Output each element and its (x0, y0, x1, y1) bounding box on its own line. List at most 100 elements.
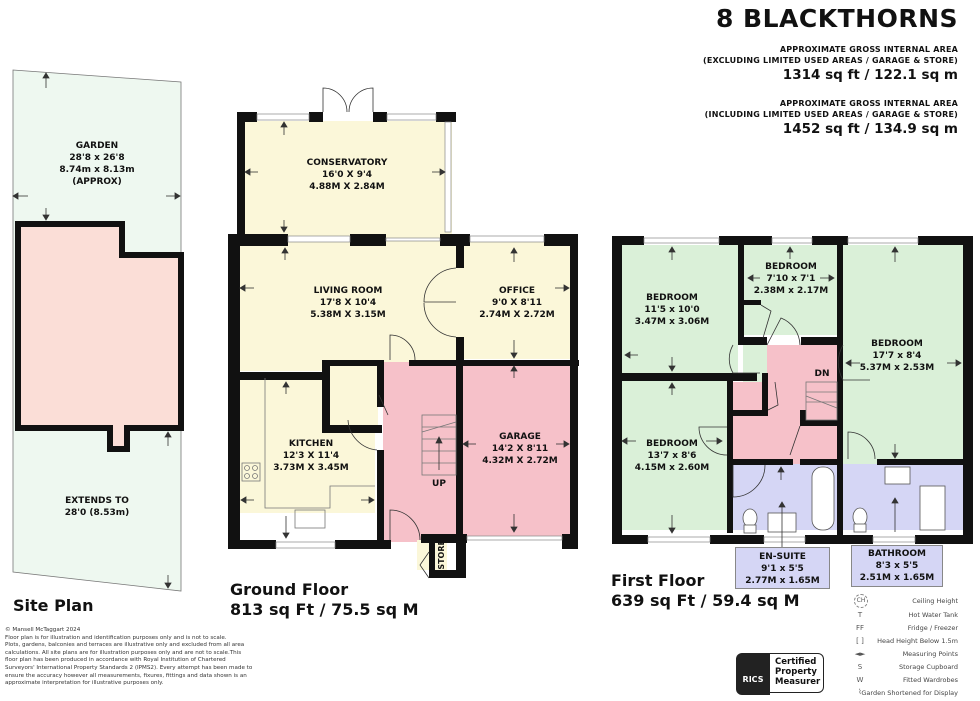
room-office: OFFICE 9'0 X 8'11 2.74M X 2.72M (479, 285, 555, 321)
head-height-icon: [ ] (856, 637, 864, 645)
legend-fitted-wardrobes: Fitted Wardrobes (902, 676, 958, 684)
ground-floor-area: 813 sq Ft / 75.5 sq M (230, 600, 419, 619)
rics-text: Certified Property Measurer (770, 653, 824, 693)
room-metric: 5.37M x 2.53M (859, 363, 935, 373)
room-kitchen: KITCHEN 12'3 X 11'4 3.73M X 3.45M (273, 438, 349, 474)
garden-label: GARDEN 28'8 x 26'8 8.74m x 8.13m (APPROX… (59, 140, 134, 188)
room-name: BEDROOM (646, 293, 698, 303)
garden-note: (APPROX) (72, 177, 122, 187)
first-floor-area: 639 sq Ft / 59.4 sq M (611, 591, 800, 610)
garden-imperial: 28'8 x 26'8 (69, 153, 125, 163)
ground-floor-drawing (228, 87, 579, 579)
room-bedroom-4: BEDROOM 13'7 x 8'6 4.15M x 2.60M (635, 438, 709, 474)
store-label: STORE (437, 540, 446, 570)
room-bedroom-2: BEDROOM 7'10 x 7'1 2.38M x 2.17M (754, 261, 828, 297)
disclaimer-paragraph: Plots, gardens, balconies and terraces a… (5, 642, 253, 687)
fitted-wardrobes-icon: W (856, 676, 864, 684)
area-excluding-line1: APPROXIMATE GROSS INTERNAL AREA (779, 45, 958, 54)
fridge-freezer-icon: FF (855, 624, 865, 632)
extends-line1: EXTENDS TO (65, 496, 129, 506)
room-metric: 2.74M X 2.72M (479, 310, 555, 320)
rics-line3: Measurer (775, 677, 821, 687)
first-floor-title: First Floor (611, 571, 705, 590)
property-title: 8 BLACKTHORNS (715, 4, 958, 33)
room-metric: 4.32M X 2.72M (482, 456, 558, 466)
room-living-room: LIVING ROOM 17'8 X 10'4 5.38M X 3.15M (310, 285, 386, 321)
first-floor-heading: First Floor 639 sq Ft / 59.4 sq M (611, 571, 800, 611)
room-imperial: 12'3 X 11'4 (282, 451, 340, 461)
copyright-line: © Mansell McTaggart 2024 (5, 627, 81, 633)
room-imperial: 14'2 X 8'11 (491, 444, 549, 454)
legend-fridge-freezer: Fridge / Freezer (907, 624, 958, 632)
legend-head-height: Head Height Below 1.5m (877, 637, 958, 645)
area-including-line2: (INCLUDING LIMITED USED AREAS / GARAGE &… (704, 110, 958, 119)
storage-cupboard-icon: S (857, 663, 863, 671)
rics-brand: RICS (742, 675, 764, 684)
hot-water-tank-icon: T (857, 611, 863, 619)
room-name: CONSERVATORY (306, 158, 388, 168)
room-imperial: 11'5 x 10'0 (644, 305, 700, 315)
garden-name: GARDEN (75, 141, 119, 151)
room-name: GARAGE (499, 432, 541, 442)
garden-shortened-icon: ⌇ (858, 688, 862, 696)
room-bedroom-3: BEDROOM 17'7 x 8'4 5.37M x 2.53M (860, 338, 934, 374)
legend-storage-cupboard: Storage Cupboard (898, 663, 958, 671)
room-metric: 2.38M x 2.17M (753, 286, 829, 296)
legend-hot-water-tank: Hot Water Tank (908, 611, 958, 619)
room-imperial: 17'8 X 10'4 (319, 298, 377, 308)
disclaimer: © Mansell McTaggart 2024 Floor plan is f… (5, 627, 255, 688)
room-metric: 2.51M x 1.65M (859, 573, 935, 583)
ground-floor-title: Ground Floor (230, 580, 349, 599)
legend-garden-shortened: Garden Shortened for Display (861, 689, 958, 697)
room-metric: 3.47M x 3.06M (634, 317, 710, 327)
rics-logo: RICS (736, 653, 770, 695)
area-including-block: APPROXIMATE GROSS INTERNAL AREA (INCLUDI… (705, 98, 958, 138)
rics-line2: Property (775, 667, 817, 677)
room-imperial: 8'3 x 5'5 (875, 561, 919, 571)
stairs-up-label: UP (432, 479, 446, 489)
room-metric: 3.73M X 3.45M (273, 463, 349, 473)
area-excluding-value: 1314 sq ft / 122.1 sq m (782, 67, 958, 83)
ceiling-height-icon: CH (854, 594, 868, 608)
room-name: EN-SUITE (759, 552, 806, 562)
room-bedroom-1: BEDROOM 11'5 x 10'0 3.47M x 3.06M (635, 292, 709, 328)
stairs-down-label: DN (814, 369, 830, 379)
rics-line1: Certified (775, 657, 817, 667)
area-excluding-line2: (EXCLUDING LIMITED USED AREAS / GARAGE &… (702, 56, 958, 65)
room-imperial: 17'7 x 8'4 (872, 351, 922, 361)
room-imperial: 9'0 X 8'11 (491, 298, 543, 308)
room-name: LIVING ROOM (313, 286, 383, 296)
room-metric: 4.88M X 2.84M (309, 182, 385, 192)
room-name: OFFICE (498, 286, 536, 296)
area-including-value: 1452 sq ft / 134.9 sq m (782, 121, 958, 137)
measuring-points-icon: ◄► (854, 650, 866, 658)
room-garage: GARAGE 14'2 X 8'11 4.32M X 2.72M (482, 431, 558, 467)
room-metric: 2.77M x 1.65M (745, 576, 820, 586)
extends-line2: 28'0 (8.53m) (64, 508, 130, 518)
room-en-suite: EN-SUITE 9'1 x 5'5 2.77M x 1.65M (735, 547, 830, 589)
room-name: BEDROOM (765, 262, 817, 272)
legend-measuring-points: Measuring Points (902, 650, 958, 658)
room-name: KITCHEN (288, 439, 334, 449)
room-imperial: 13'7 x 8'6 (647, 451, 697, 461)
area-including-line1: APPROXIMATE GROSS INTERNAL AREA (779, 99, 958, 108)
room-name: BEDROOM (871, 339, 923, 349)
room-imperial: 16'0 X 9'4 (321, 170, 373, 180)
ground-floor-heading: Ground Floor 813 sq Ft / 75.5 sq M (230, 580, 419, 620)
room-metric: 4.15M x 2.60M (634, 463, 710, 473)
site-plan-drawing (12, 69, 184, 592)
first-floor-drawing (612, 236, 973, 548)
room-conservatory: CONSERVATORY 16'0 X 9'4 4.88M X 2.84M (307, 157, 388, 193)
garden-extends-label: EXTENDS TO 28'0 (8.53m) (65, 495, 130, 519)
disclaimer-line: Floor plan is for illustration and ident… (5, 634, 227, 641)
room-name: BATHROOM (868, 549, 926, 559)
legend-ceiling-height: Ceiling Height (912, 597, 958, 605)
garden-metric: 8.74m x 8.13m (59, 165, 135, 175)
room-bathroom: BATHROOM 8'3 x 5'5 2.51M x 1.65M (851, 545, 943, 587)
room-metric: 5.38M X 3.15M (310, 310, 386, 320)
site-plan-title: Site Plan (13, 596, 94, 615)
room-imperial: 9'1 x 5'5 (761, 564, 804, 574)
lion-icon (736, 653, 770, 675)
room-imperial: 7'10 x 7'1 (766, 274, 816, 284)
